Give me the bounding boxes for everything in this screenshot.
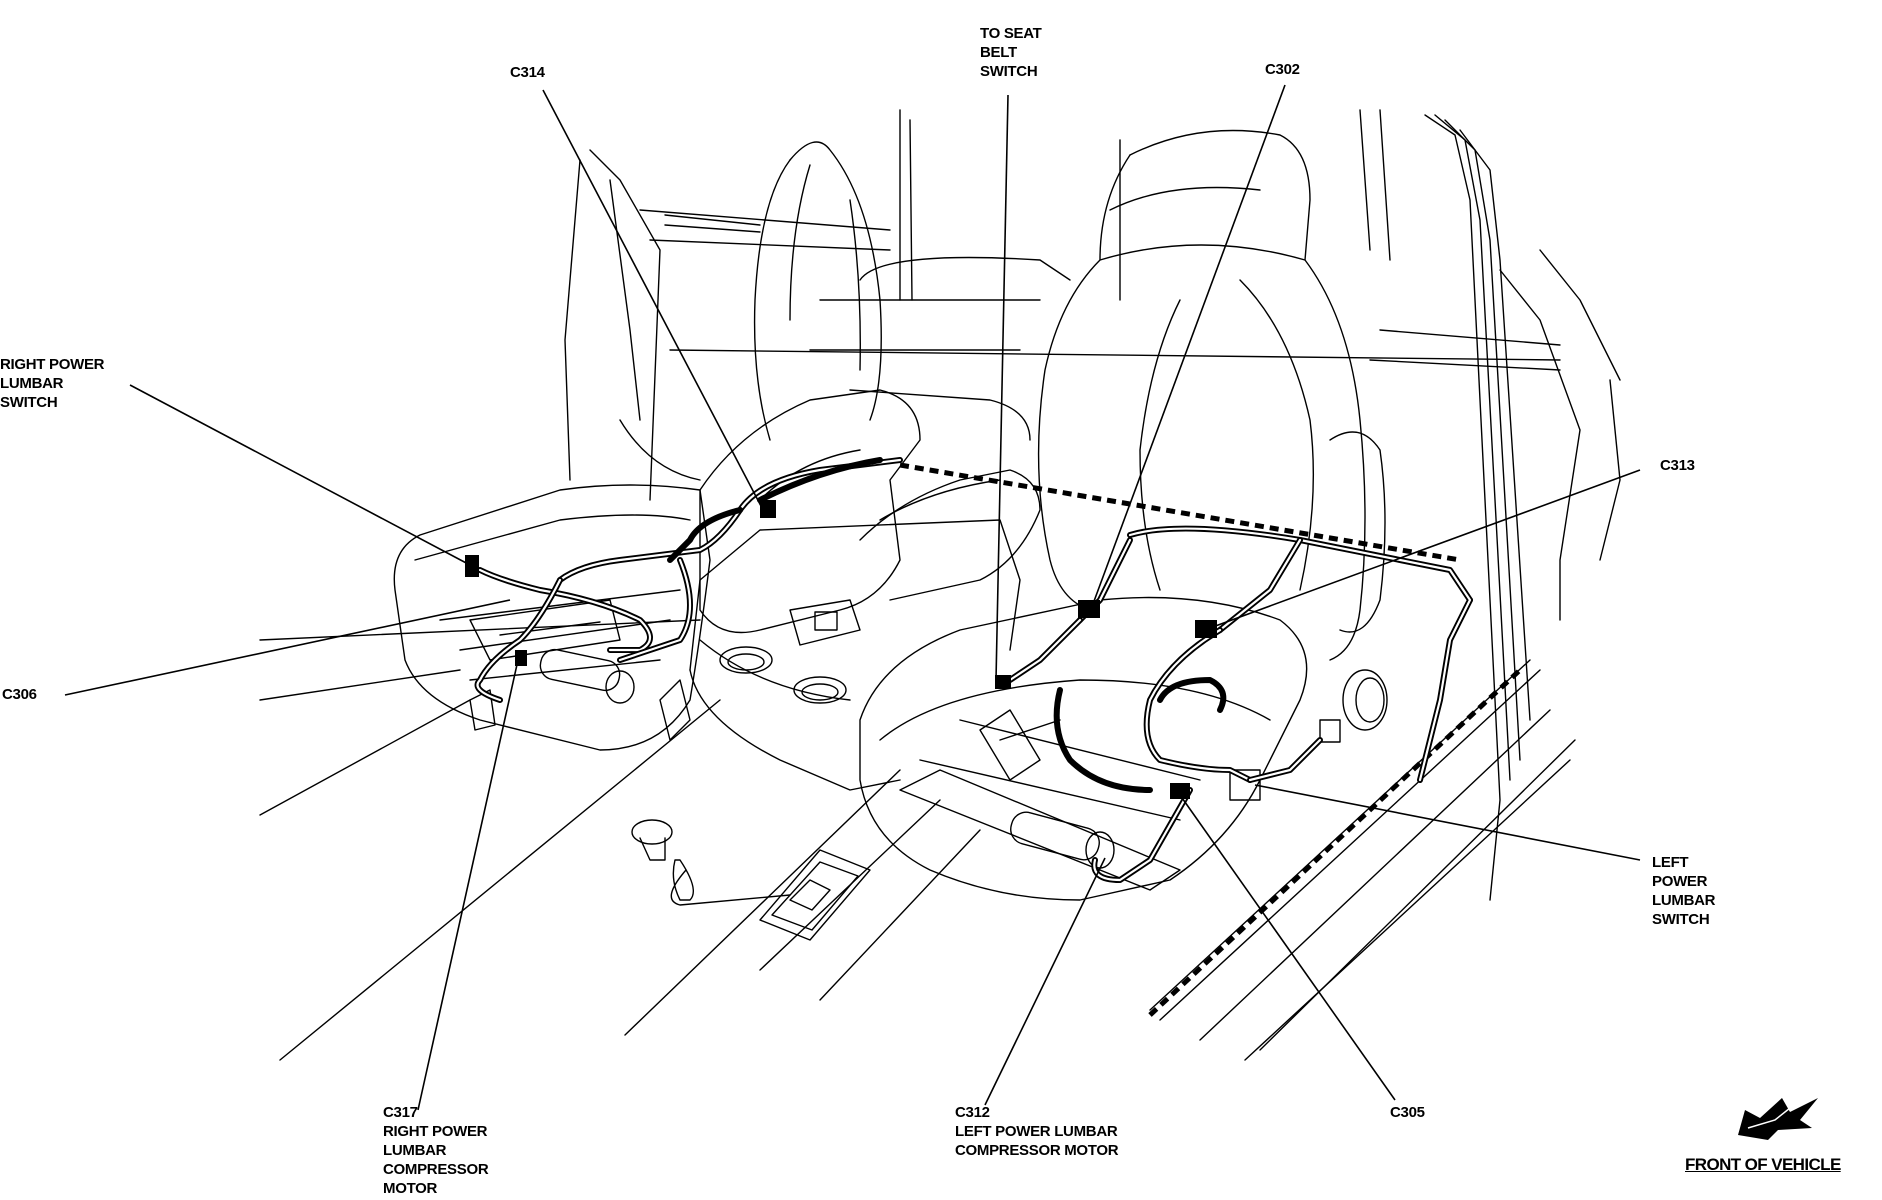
label-c317-right-power-lumbar-compressor-motor: C317 RIGHT POWER LUMBAR COMPRESSOR MOTOR xyxy=(383,1104,489,1197)
label-c312-left-power-lumbar-compressor-motor: C312 LEFT POWER LUMBAR COMPRESSOR MOTOR xyxy=(955,1104,1119,1159)
center-console xyxy=(689,389,1041,791)
label-c306: C306 xyxy=(2,686,37,703)
right-seat-back xyxy=(753,141,882,441)
label-c314: C314 xyxy=(510,64,545,81)
wiring-harness xyxy=(465,457,1473,883)
label-to-seat-belt-switch: TO SEAT BELT SWITCH xyxy=(980,25,1042,80)
left-seat-back xyxy=(1037,129,1386,661)
label-right-power-lumbar-switch: RIGHT POWER LUMBAR SWITCH xyxy=(0,356,105,411)
label-left-power-lumbar-switch: LEFT POWER LUMBAR SWITCH xyxy=(1652,854,1716,928)
label-c313: C313 xyxy=(1660,457,1695,474)
label-c302: C302 xyxy=(1265,61,1300,78)
leader-lines xyxy=(64,84,1641,1111)
shift-lever xyxy=(631,819,871,941)
left-seat-cushion xyxy=(859,596,1388,901)
right-seat-cushion xyxy=(393,484,711,751)
vehicle-cab-outline xyxy=(259,109,1621,1061)
front-of-vehicle-arrow-icon xyxy=(1738,1098,1818,1140)
label-c305: C305 xyxy=(1390,1104,1425,1121)
front-of-vehicle-label: FRONT OF VEHICLE xyxy=(1685,1155,1841,1174)
